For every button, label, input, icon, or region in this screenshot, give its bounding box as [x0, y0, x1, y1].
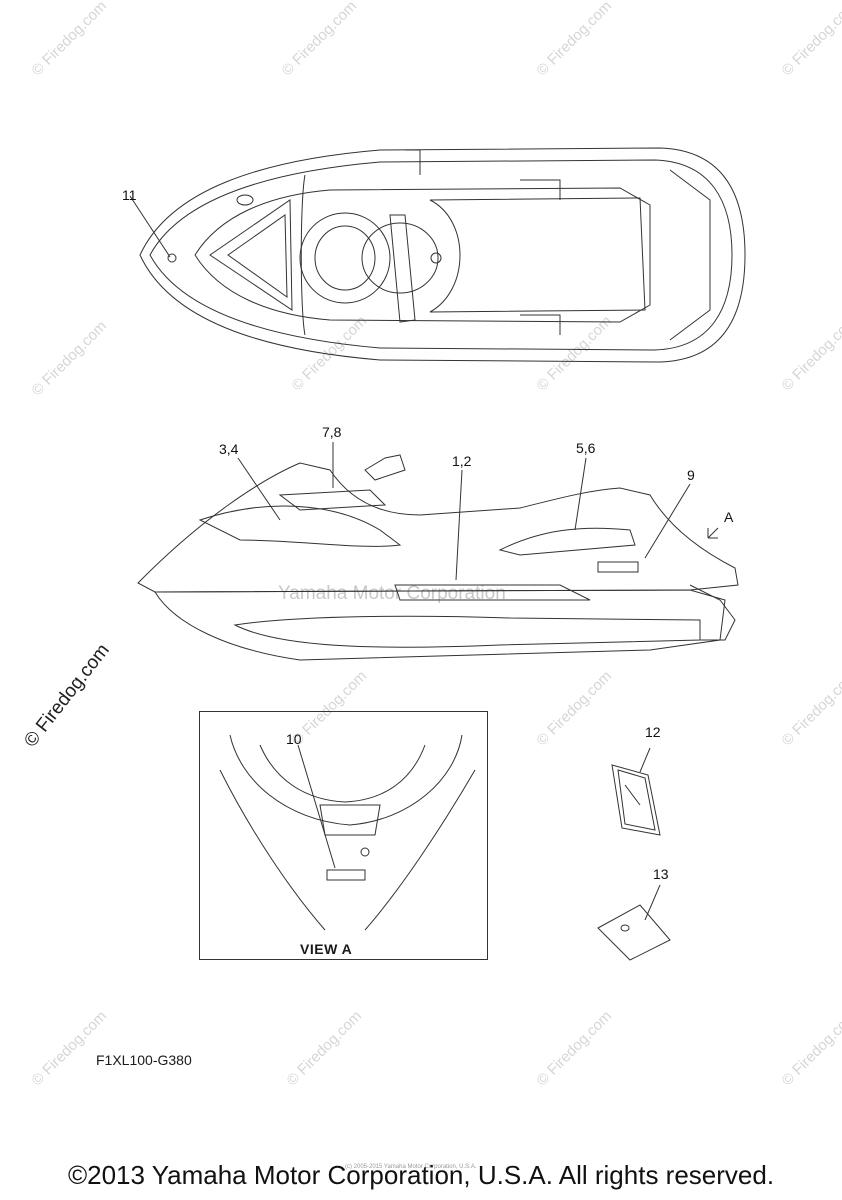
view-a-drawing: [219, 734, 476, 931]
part-12-sticker-drawing: [611, 747, 661, 836]
callout-7-8: 7,8: [322, 424, 342, 440]
top-view-hull: [129, 147, 746, 363]
side-view-hull: [137, 442, 739, 661]
center-watermark: Yamaha Motor Corporation: [278, 583, 506, 604]
copyright-notice: ©2013 Yamaha Motor Corporation, U.S.A. A…: [67, 1160, 775, 1190]
callout-11: 11: [122, 187, 137, 203]
diagram-code: F1XL100-G380: [96, 1052, 192, 1068]
callout-13: 13: [653, 866, 669, 882]
part-13-pouch-drawing: [597, 884, 671, 961]
callout-3-4: 3,4: [219, 441, 239, 457]
tiny-notice: (c) 2005-2015 Yamaha Motor Corporation, …: [345, 1164, 477, 1170]
callout-10: 10: [286, 731, 302, 747]
callout-9: 9: [687, 467, 695, 483]
callout-1-2: 1,2: [452, 453, 472, 469]
callout-5-6: 5,6: [576, 440, 596, 456]
view-a-label: VIEW A: [300, 941, 353, 957]
view-a-frame: [199, 711, 488, 960]
callout-a: A: [724, 509, 734, 525]
callout-12: 12: [645, 724, 661, 740]
